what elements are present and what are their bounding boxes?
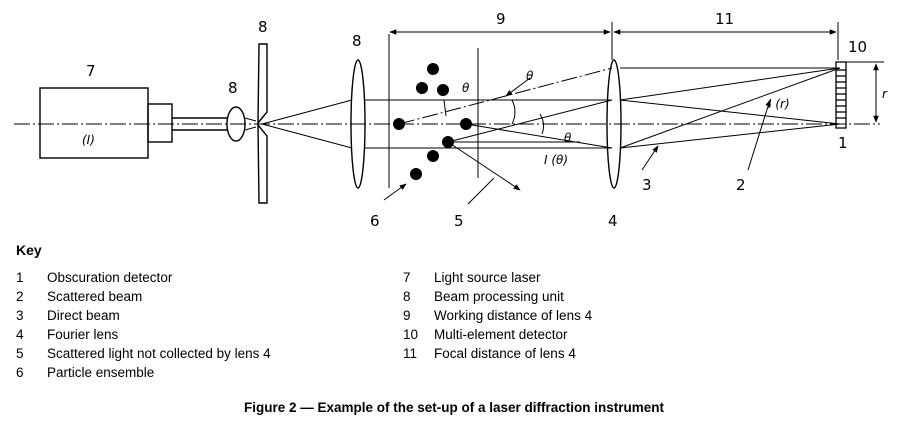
key-item-text: Light source laser [434, 270, 541, 285]
label-8c: 8 [352, 32, 362, 50]
key-item-number: 1 [16, 270, 24, 285]
intensity-r-label: I (r) [768, 97, 790, 111]
key-item: 2 Scattered beam [16, 289, 271, 308]
key-item: 9 Working distance of lens 4 [403, 308, 592, 327]
label-4: 4 [608, 212, 618, 230]
fourier-lens [606, 59, 622, 189]
theta-label-1: θ [462, 81, 470, 95]
key-item: 6 Particle ensemble [16, 365, 271, 384]
label-1: 1 [838, 134, 848, 152]
key-item-text: Working distance of lens 4 [434, 308, 593, 323]
label-10: 10 [848, 38, 867, 56]
key-item-text: Beam processing unit [434, 289, 564, 304]
key-item: 5 Scattered light not collected by lens 4 [16, 346, 271, 365]
key-item: 10 Multi-element detector [403, 327, 592, 346]
theta-label-3: θ [564, 131, 572, 145]
key-item: 11 Focal distance of lens 4 [403, 346, 592, 365]
key-item-text: Multi-element detector [434, 327, 568, 342]
key-item-text: Particle ensemble [47, 365, 155, 380]
label-7: 7 [86, 62, 96, 80]
beam-lens-small [226, 106, 246, 142]
key-item-number: 11 [403, 346, 418, 361]
key-item-text: Scattered beam [47, 289, 143, 304]
label-9: 9 [496, 10, 506, 28]
key-item-number: 9 [403, 308, 411, 323]
key-item-text: Scattered light not collected by lens 4 [47, 346, 271, 361]
key-item-number: 4 [16, 327, 24, 342]
label-8a: 8 [228, 79, 238, 97]
key-item: 8 Beam processing unit [403, 289, 592, 308]
measurement-zone [364, 34, 612, 188]
expanding-beam [261, 99, 353, 149]
key-item-text: Direct beam [47, 308, 120, 323]
key-item-text: Focal distance of lens 4 [434, 346, 576, 361]
angle-arcs [443, 77, 545, 135]
key-left-column: 1 Obscuration detector 2 Scattered beam 3 D… [16, 270, 271, 384]
radius-label: r [882, 87, 888, 101]
label-2: 2 [736, 176, 746, 194]
key-item-number: 6 [16, 365, 24, 380]
key-item-number: 10 [403, 327, 419, 342]
key-item-number: 3 [16, 308, 24, 323]
laser-diffraction-setup-diagram: 7 8 8 8 9 11 10 1 2 3 4 5 6 (I) θ θ θ I … [14, 10, 888, 230]
key-item-number: 7 [403, 270, 411, 285]
intensity-theta-label: I (θ) [544, 153, 568, 167]
particle-ensemble [393, 63, 472, 180]
focused-rays [619, 67, 841, 149]
key-item-text: Fourier lens [47, 327, 119, 342]
key-item-number: 2 [16, 289, 24, 304]
figure-caption: Figure 2 — Example of the set-up of a la… [243, 400, 665, 415]
key-item-number: 8 [403, 289, 411, 304]
label-3: 3 [642, 176, 652, 194]
pinhole-aperture [257, 43, 268, 204]
scattered-rays [398, 67, 613, 191]
key-item-text: Obscuration detector [47, 270, 173, 285]
key-title: Key [16, 242, 42, 258]
label-6: 6 [370, 212, 380, 230]
key-item: 3 Direct beam [16, 308, 271, 327]
leader-lines [383, 99, 771, 205]
key-item: 7 Light source laser [403, 270, 592, 289]
multi-element-detector [835, 61, 847, 129]
key-item: 4 Fourier lens [16, 327, 271, 346]
laser-source [39, 87, 228, 159]
label-5: 5 [454, 212, 464, 230]
collimating-lens [350, 59, 366, 189]
key-item: 1 Obscuration detector [16, 270, 271, 289]
source-intensity-label: (I) [82, 133, 95, 147]
label-8b: 8 [258, 18, 268, 36]
key-item-number: 5 [16, 346, 24, 361]
label-11: 11 [715, 10, 734, 28]
theta-label-2: θ [526, 69, 534, 83]
key-right-column: 7 Light source laser 8 Beam processing uni… [403, 270, 592, 365]
